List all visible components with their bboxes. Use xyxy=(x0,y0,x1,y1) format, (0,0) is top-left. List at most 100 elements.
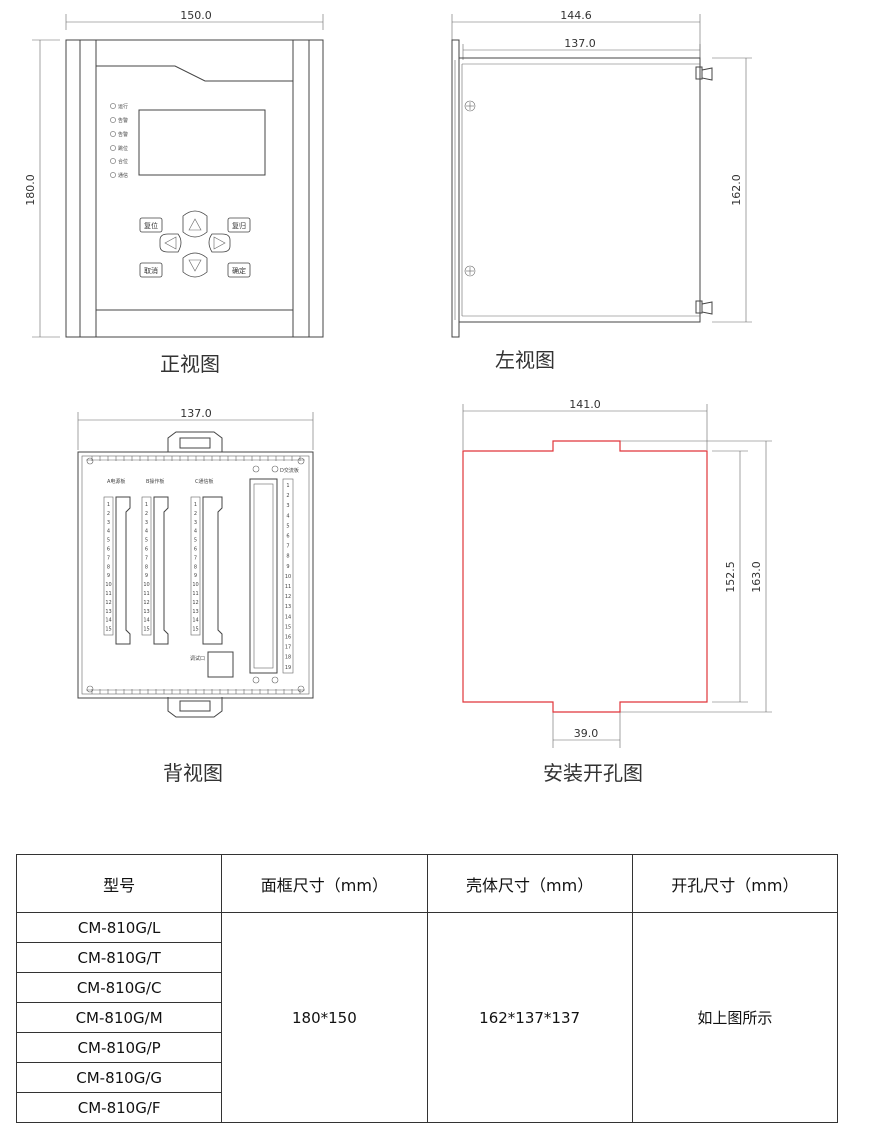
terminal-number: 11 xyxy=(285,584,291,590)
terminal-number: 17 xyxy=(285,645,291,651)
cutout-inner-height-dim: 152.5 xyxy=(724,561,737,593)
header-frame-size: 面框尺寸（mm） xyxy=(221,854,428,913)
down-arrow-key xyxy=(182,252,208,278)
right-arrow-key xyxy=(208,233,231,253)
terminal-number: 9 xyxy=(194,573,197,579)
terminal-number: 9 xyxy=(145,573,148,579)
left-view-caption: 左视图 xyxy=(495,348,555,372)
terminal-number: 15 xyxy=(285,624,291,630)
screw-icon xyxy=(271,676,279,684)
terminal-strip-a xyxy=(103,496,114,636)
terminal-number: 5 xyxy=(107,538,110,544)
connector-b xyxy=(153,496,169,645)
terminal-number: 14 xyxy=(143,618,149,624)
terminal-number: 3 xyxy=(286,503,289,509)
header-cutout-size: 开孔尺寸（mm） xyxy=(631,854,839,913)
board-c-label: C通信板 xyxy=(195,478,214,485)
terminal-number: 12 xyxy=(285,594,291,600)
terminal-number: 8 xyxy=(145,564,148,570)
screw-icon xyxy=(86,685,94,693)
terminal-number: 10 xyxy=(285,574,291,580)
down-arrow-icon xyxy=(188,259,202,272)
ac-board-frame xyxy=(249,478,278,674)
terminal-number: 7 xyxy=(107,555,110,561)
header-shell-size: 壳体尺寸（mm） xyxy=(426,854,633,913)
left-body-dim: 137.0 xyxy=(564,37,596,50)
back-view: 137.0 xyxy=(77,407,314,785)
reset-key xyxy=(139,217,163,233)
up-arrow-icon xyxy=(188,218,202,231)
terminal-number: 6 xyxy=(145,547,148,553)
spec-table-header-row: 型号 面框尺寸（mm） 壳体尺寸（mm） 开孔尺寸（mm） xyxy=(15,854,839,913)
led-indicator xyxy=(110,172,116,178)
left-height-dim: 162.0 xyxy=(730,174,743,206)
confirm-key-label: 确定 xyxy=(232,266,246,275)
terminal-strip-d xyxy=(282,478,294,674)
terminal-number: 4 xyxy=(145,529,148,535)
terminal-number: 18 xyxy=(285,655,291,661)
model-cell: CM-810G/F xyxy=(15,1092,223,1123)
left-total-dim: 144.6 xyxy=(560,9,592,22)
left-arrow-key xyxy=(159,233,182,253)
terminal-number: 10 xyxy=(105,582,111,588)
model-cell: CM-810G/T xyxy=(15,942,223,973)
table-row: CM-810G/M xyxy=(15,1002,838,1033)
table-row: CM-810G/L 180*150 162*137*137 如上图所示 xyxy=(15,912,839,1123)
terminal-number: 12 xyxy=(192,600,198,606)
terminal-number: 11 xyxy=(143,591,149,597)
left-arrow-icon xyxy=(164,236,177,250)
screw-icon xyxy=(464,265,476,277)
terminal-number: 4 xyxy=(194,529,197,535)
cancel-key-label: 取消 xyxy=(144,266,158,275)
terminal-number: 10 xyxy=(192,582,198,588)
led-label: 告警 xyxy=(118,131,128,138)
terminal-number: 10 xyxy=(143,582,149,588)
terminal-strip-c xyxy=(190,496,201,636)
drawing-sheet: 150.0 180.0 运行 告警 告警 跳位 合位 通信 xyxy=(24,9,772,785)
confirm-key xyxy=(227,262,251,278)
terminal-number: 1 xyxy=(194,502,197,508)
terminal-number: 5 xyxy=(194,538,197,544)
led-indicator xyxy=(110,158,116,164)
terminal-number: 13 xyxy=(192,609,198,615)
debug-port xyxy=(207,651,234,678)
spec-table: 型号 面框尺寸（mm） 壳体尺寸（mm） 开孔尺寸（mm） CM-810G/L … xyxy=(15,854,839,1123)
led-column: 运行 告警 告警 跳位 合位 通信 xyxy=(110,103,128,179)
led-indicator xyxy=(110,131,116,137)
cutout-size-cell: 如上图所示 xyxy=(631,912,839,1123)
model-cell: CM-810G/C xyxy=(15,972,223,1003)
terminal-number: 4 xyxy=(286,513,289,519)
terminal-strip-b xyxy=(141,496,152,636)
model-cell: CM-810G/L xyxy=(15,912,223,943)
terminal-number: 6 xyxy=(286,534,289,540)
back-width-dim: 137.0 xyxy=(180,407,212,420)
cutout-outline xyxy=(462,440,708,713)
terminal-number: 16 xyxy=(285,635,291,641)
model-cell: CM-810G/G xyxy=(15,1062,223,1093)
table-row: CM-810G/C xyxy=(15,972,838,1003)
led-label: 通信 xyxy=(118,172,128,179)
right-arrow-icon xyxy=(213,236,226,250)
led-label: 告警 xyxy=(118,117,128,124)
screw-icon xyxy=(297,457,305,465)
lcd-screen xyxy=(138,109,266,176)
terminal-number: 1 xyxy=(145,502,148,508)
terminal-number: 11 xyxy=(105,591,111,597)
up-arrow-key xyxy=(182,210,208,238)
terminal-number: 7 xyxy=(194,555,197,561)
front-width-dim: 150.0 xyxy=(180,9,212,22)
terminal-number: 12 xyxy=(143,600,149,606)
cutout-view-caption: 安装开孔图 xyxy=(543,761,643,785)
front-height-dim: 180.0 xyxy=(24,174,37,206)
header-model: 型号 xyxy=(15,854,223,913)
terminal-number: 2 xyxy=(145,511,148,517)
cutout-width-dim: 141.0 xyxy=(569,398,601,411)
terminal-number: 5 xyxy=(286,523,289,529)
terminal-number: 3 xyxy=(145,520,148,526)
board-a-label: A电源板 xyxy=(107,478,125,485)
arrow-keypad xyxy=(159,210,231,278)
screw-icon xyxy=(297,685,305,693)
terminal-number: 15 xyxy=(105,627,111,633)
